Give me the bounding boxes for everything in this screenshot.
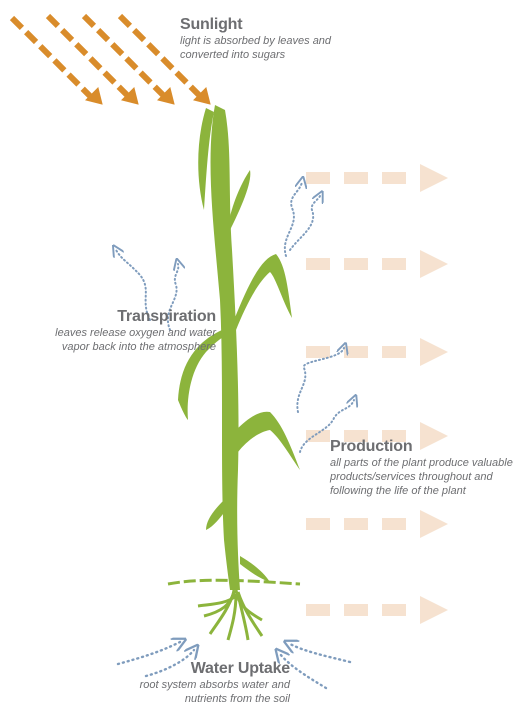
- plant-leaf: [236, 412, 300, 470]
- production-arrow: [306, 338, 448, 366]
- transpiration-description-line: vapor back into the atmosphere: [20, 340, 216, 354]
- production-title: Production: [330, 438, 515, 456]
- water-uptake-description-line: nutrients from the soil: [110, 692, 290, 706]
- water-trail: [290, 644, 350, 662]
- production-arrow: [306, 250, 448, 278]
- production-arrow: [306, 510, 448, 538]
- transpiration-description-line: leaves release oxygen and water: [20, 326, 216, 340]
- sunlight-description-line: converted into sugars: [180, 48, 331, 62]
- vapor-trail: [290, 196, 320, 250]
- plant-leaf: [228, 170, 250, 230]
- water-uptake-label: Water Uptake root system absorbs water a…: [110, 660, 290, 706]
- production-arrows: [306, 164, 448, 624]
- sunlight-arrow: [12, 18, 102, 104]
- production-description-line: products/services throughout and: [330, 470, 515, 484]
- sunlight-arrow: [48, 16, 138, 104]
- transpiration-label: Transpiration leaves release oxygen and …: [20, 308, 216, 354]
- production-description-line: all parts of the plant produce valuable: [330, 456, 515, 470]
- vapor-trail: [285, 182, 302, 256]
- production-description-line: following the life of the plant: [330, 484, 515, 498]
- water-uptake-title: Water Uptake: [110, 660, 290, 678]
- corn-plant: [168, 105, 300, 640]
- water-uptake-description-line: root system absorbs water and: [110, 678, 290, 692]
- transpiration-title: Transpiration: [20, 308, 216, 326]
- sunlight-label: Sunlight light is absorbed by leaves and…: [180, 16, 331, 62]
- plant-roots: [198, 590, 262, 640]
- production-arrow: [306, 596, 448, 624]
- production-label: Production all parts of the plant produc…: [330, 438, 515, 498]
- sunlight-description-line: light is absorbed by leaves and: [180, 34, 331, 48]
- sunlight-title: Sunlight: [180, 16, 331, 34]
- plant-leaf: [240, 556, 270, 582]
- plant-leaf: [234, 254, 292, 330]
- production-arrow: [306, 164, 448, 192]
